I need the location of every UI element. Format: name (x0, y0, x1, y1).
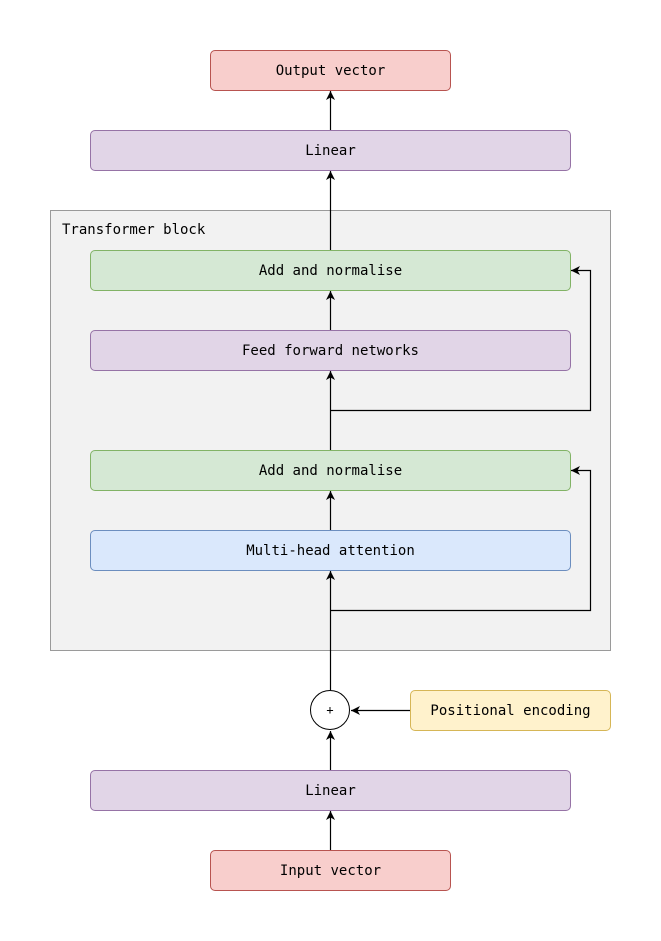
edge-residual-2 (330, 266, 592, 412)
input-vector-label: Input vector (279, 862, 382, 879)
edge-residual-1 (330, 466, 592, 612)
output-vector-label: Output vector (275, 62, 386, 79)
positional-encoding-label: Positional encoding (430, 702, 591, 719)
input-vector-node: Input vector (210, 850, 451, 891)
positional-encoding-node: Positional encoding (410, 690, 611, 731)
add-normalise-2-label: Add and normalise (258, 262, 403, 279)
multi-head-attention-label: Multi-head attention (246, 542, 415, 559)
feed-forward-node: Feed forward networks (90, 330, 571, 371)
add-normalise-1-label: Add and normalise (258, 462, 403, 479)
linear-bottom-label: Linear (305, 782, 356, 799)
feed-forward-label: Feed forward networks (241, 342, 419, 359)
linear-top-node: Linear (90, 130, 571, 171)
transformer-block-label: Transformer block (62, 222, 206, 238)
linear-bottom-node: Linear (90, 770, 571, 811)
multi-head-attention-node: Multi-head attention (90, 530, 571, 571)
sum-node: + (310, 690, 350, 730)
add-normalise-2-node: Add and normalise (90, 250, 571, 291)
sum-symbol: + (326, 703, 334, 717)
linear-top-label: Linear (305, 142, 356, 159)
add-normalise-1-node: Add and normalise (90, 450, 571, 491)
output-vector-node: Output vector (210, 50, 451, 91)
